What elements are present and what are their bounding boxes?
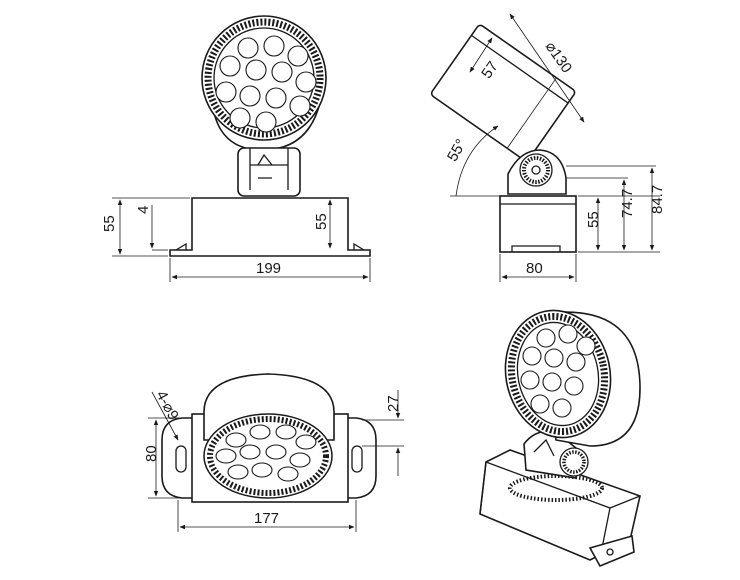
side-angle-label: 55° xyxy=(444,136,470,164)
front-height-right-label: 55 xyxy=(313,213,330,230)
top-left-slot xyxy=(175,445,187,473)
front-height-left-label: 55 xyxy=(101,215,118,232)
front-base-offset-label: 4 xyxy=(135,206,152,214)
top-offset-label: 27 xyxy=(385,395,402,412)
top-right-slot xyxy=(351,445,363,473)
side-width-label: 80 xyxy=(526,260,543,277)
iso-fin-ring xyxy=(507,312,609,436)
top-fin-ring xyxy=(207,416,329,496)
iso-lens-plate xyxy=(516,321,600,427)
top-height-label: 80 xyxy=(143,445,160,462)
side-base xyxy=(499,195,577,253)
side-height-b-label: 74.7 xyxy=(619,189,636,218)
side-height-c-label: 84.7 xyxy=(649,185,666,214)
front-fin-ring xyxy=(204,18,324,138)
side-bracket xyxy=(507,149,567,195)
front-base xyxy=(169,197,371,257)
front-width-label: 199 xyxy=(256,260,281,277)
iso-base-ring xyxy=(508,474,604,502)
top-view: 177 80 27 4-⌀9 xyxy=(143,373,404,532)
front-bracket xyxy=(237,147,301,197)
top-width-label: 177 xyxy=(254,510,279,527)
side-view: 57 ⌀130 55° 80 55 74.7 84.7 xyxy=(430,13,666,282)
front-view: 199 55 4 55 xyxy=(101,15,371,282)
front-led-array xyxy=(215,35,317,133)
side-height-a-label: 55 xyxy=(585,211,602,228)
top-led-array xyxy=(215,424,317,482)
iso-led-array xyxy=(520,324,596,418)
side-depth-label: 57 xyxy=(478,58,501,81)
isometric-view xyxy=(479,309,641,568)
iso-flange xyxy=(588,534,635,568)
